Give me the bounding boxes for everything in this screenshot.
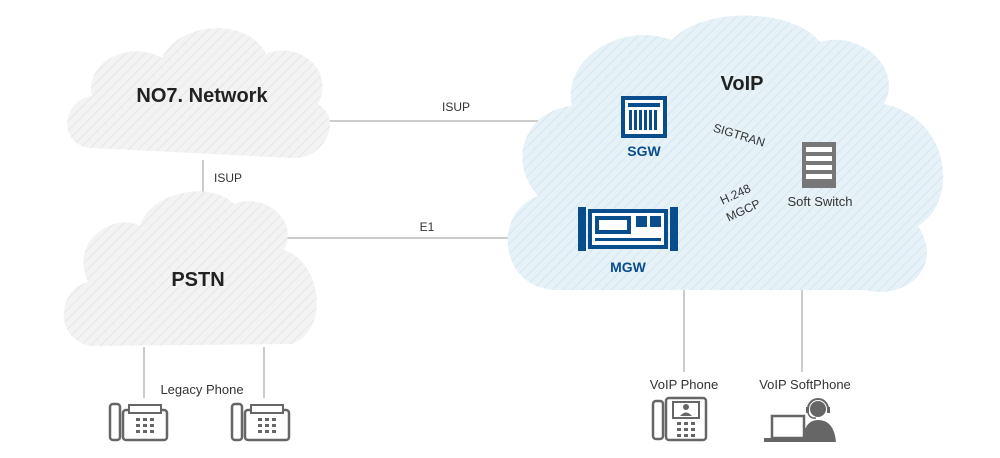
sgw-label: SGW [627,143,661,159]
legacy-phone-2-icon [230,402,291,442]
server-icon [802,142,836,188]
link-label-no7-sgw: ISUP [442,100,470,114]
legacy-phone-1-icon [108,402,169,442]
voip-title: VoIP [721,73,764,95]
pstn-cloud: PSTN [63,191,317,346]
mgw-gateway-icon [578,207,678,251]
mgw-label: MGW [610,259,647,275]
voip-cloud: VoIP [507,15,944,292]
sgw-device: SGW [621,96,667,159]
legacy-phone-label: Legacy Phone [160,382,243,397]
mgw-device: MGW [578,207,678,275]
voip-phone-label: VoIP Phone [650,377,718,392]
pstn-title: PSTN [171,269,224,291]
voip-softphone-label: VoIP SoftPhone [759,377,851,392]
link-label-pstn-mgw: E1 [420,220,435,234]
voip-phone-icon [651,396,708,442]
link-label-no7-pstn: ISUP [214,171,242,185]
no7-network-cloud: NO7. Network [67,28,330,159]
softswitch-label: Soft Switch [787,194,852,209]
no7-network-title: NO7. Network [136,85,268,107]
sgw-rack-icon [621,96,667,138]
softswitch-device: Soft Switch [787,142,853,209]
headset-user-icon [764,398,836,442]
